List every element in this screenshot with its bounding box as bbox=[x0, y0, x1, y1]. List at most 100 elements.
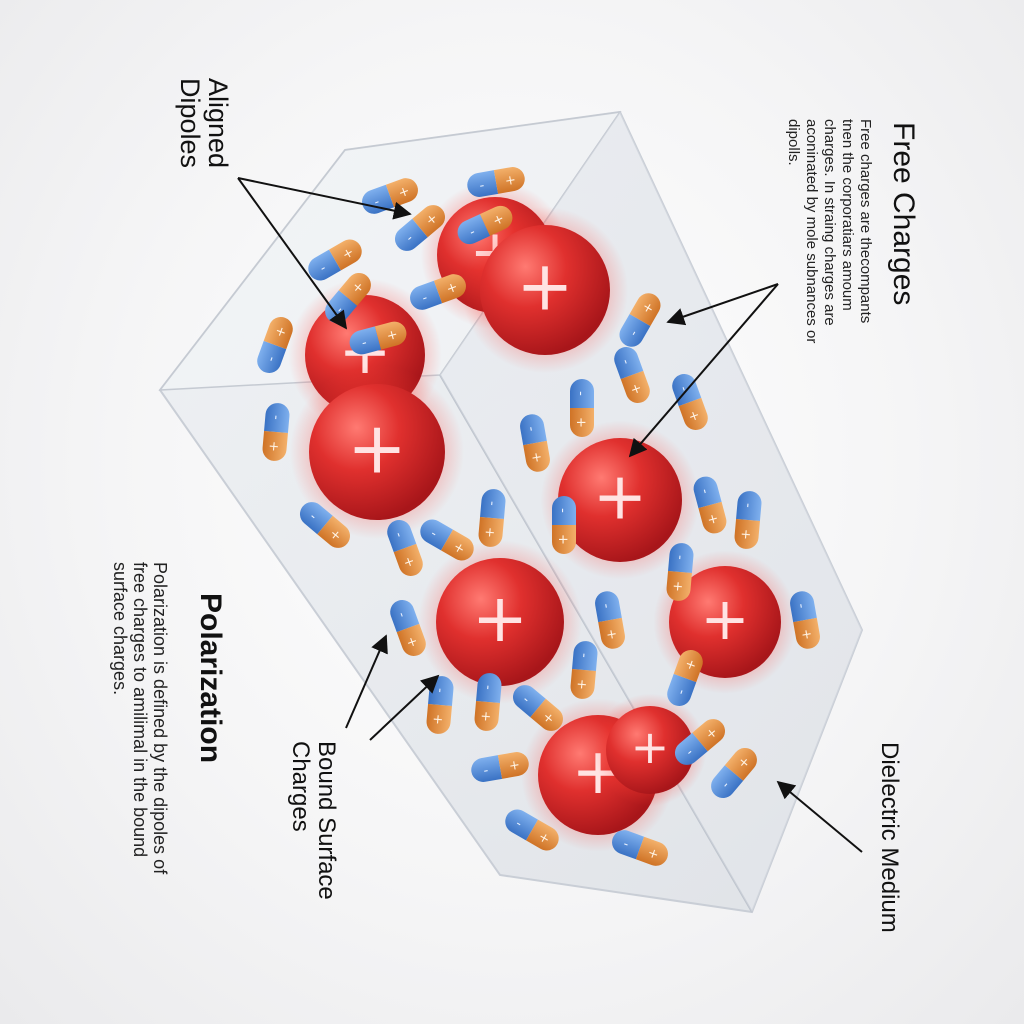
positive-sign: + bbox=[593, 460, 648, 535]
bound-surface-charges-label: Bound Surface Charges bbox=[287, 741, 340, 900]
negative-sign: - bbox=[793, 602, 809, 610]
dipole-capsule: -+ bbox=[308, 239, 362, 281]
negative-sign: - bbox=[573, 391, 588, 396]
polarization-title: Polarization bbox=[194, 593, 227, 764]
dipole-capsule: -+ bbox=[666, 543, 694, 601]
positive-sign: + bbox=[504, 173, 517, 190]
dipole-capsule: -+ bbox=[570, 641, 598, 699]
negative-sign: - bbox=[740, 502, 755, 508]
dipole-capsule: -+ bbox=[595, 591, 625, 649]
negative-sign: - bbox=[484, 500, 499, 506]
dipole-capsule: -+ bbox=[612, 830, 668, 866]
positive-sign: + bbox=[798, 628, 815, 641]
positive-sign: + bbox=[631, 720, 670, 774]
dipole-capsule: -+ bbox=[390, 600, 426, 656]
dipole-capsule: -+ bbox=[349, 321, 407, 355]
negative-sign: - bbox=[555, 508, 570, 513]
positive-sign: + bbox=[272, 324, 290, 339]
negative-sign: - bbox=[621, 837, 631, 853]
positive-sign: + bbox=[627, 381, 645, 396]
negative-sign: - bbox=[317, 261, 329, 276]
arrows-group bbox=[237, 177, 863, 853]
negative-sign: - bbox=[264, 354, 280, 364]
positive-sign: + bbox=[265, 440, 281, 452]
negative-sign: - bbox=[513, 816, 525, 831]
negative-sign: - bbox=[394, 610, 410, 620]
arrow-icon bbox=[776, 780, 863, 853]
positive-sign: + bbox=[385, 327, 399, 344]
positive-sign: + bbox=[573, 417, 588, 428]
negative-sign: - bbox=[420, 290, 430, 306]
polarization-text: Polarization is defined by the dipoles o… bbox=[110, 562, 170, 875]
dipole-capsule: -+ bbox=[614, 347, 650, 403]
positive-sign: + bbox=[516, 248, 573, 327]
positive-sign: + bbox=[347, 406, 407, 489]
positive-sign: + bbox=[400, 554, 418, 569]
negative-sign: - bbox=[697, 487, 713, 496]
positive-sign: + bbox=[700, 584, 749, 653]
free-charges-group: + + + + + + + + + bbox=[288, 180, 797, 852]
positive-sign: + bbox=[685, 408, 703, 423]
dipole-capsule: -+ bbox=[667, 650, 703, 706]
positive-sign: + bbox=[477, 710, 493, 722]
dielectric-medium-label: Dielectric Medium bbox=[876, 742, 903, 933]
dipole-capsule: -+ bbox=[410, 274, 466, 310]
dipole-capsule: -+ bbox=[693, 476, 727, 534]
dipole-capsule: -+ bbox=[711, 747, 757, 799]
dipole-capsule: -+ bbox=[387, 520, 423, 576]
positive-sign: + bbox=[528, 451, 545, 464]
dipole-capsule: -+ bbox=[299, 502, 351, 548]
dipole-capsule: -+ bbox=[478, 489, 506, 547]
negative-sign: - bbox=[576, 652, 591, 658]
negative-sign: - bbox=[478, 178, 486, 194]
positive-sign: + bbox=[396, 184, 411, 202]
negative-sign: - bbox=[598, 602, 614, 610]
dipole-capsule: -+ bbox=[257, 317, 293, 373]
dipole-capsule: -+ bbox=[790, 591, 820, 649]
negative-sign: - bbox=[523, 425, 539, 433]
arrow-icon bbox=[345, 634, 388, 729]
negative-sign: - bbox=[428, 526, 440, 541]
negative-sign: - bbox=[626, 327, 641, 339]
free-charge-sphere: + bbox=[540, 420, 700, 580]
dipole-capsule: -+ bbox=[394, 205, 446, 251]
arrow-icon bbox=[628, 283, 779, 458]
positive-sign: + bbox=[472, 579, 528, 657]
dipole-capsule: -+ bbox=[552, 496, 576, 554]
negative-sign: - bbox=[482, 763, 490, 779]
free-charges-title: Free Charges bbox=[887, 122, 920, 306]
dipole-capsule: -+ bbox=[262, 403, 290, 461]
positive-sign: + bbox=[555, 534, 570, 545]
arrow-icon bbox=[369, 674, 440, 741]
arrow-icon bbox=[237, 177, 412, 220]
positive-sign: + bbox=[429, 713, 445, 725]
aligned-dipoles-label: Aligned Dipoles bbox=[175, 78, 233, 169]
negative-sign: - bbox=[268, 414, 283, 420]
dipole-capsule: -+ bbox=[457, 205, 513, 245]
dipole-capsule: -+ bbox=[420, 519, 474, 561]
positive-sign: + bbox=[603, 628, 620, 641]
positive-sign: + bbox=[481, 526, 497, 538]
negative-sign: - bbox=[618, 357, 634, 367]
positive-sign: + bbox=[573, 678, 589, 690]
negative-sign: - bbox=[372, 194, 382, 210]
positive-sign: + bbox=[669, 580, 685, 592]
dipole-capsule: -+ bbox=[471, 752, 529, 782]
positive-sign: + bbox=[704, 512, 721, 526]
free-charge-sphere: + bbox=[593, 693, 707, 807]
negative-sign: - bbox=[676, 384, 692, 394]
positive-sign: + bbox=[737, 528, 753, 540]
free-charges-text: Free charges are thecompants tnen the co… bbox=[785, 119, 874, 344]
positive-sign: + bbox=[403, 634, 421, 649]
dipole-capsule: -+ bbox=[520, 414, 550, 472]
free-charge-sphere: + bbox=[418, 540, 582, 704]
arrow-icon bbox=[237, 177, 348, 330]
dipole-capsule: -+ bbox=[674, 719, 726, 765]
negative-sign: - bbox=[360, 335, 369, 351]
positive-sign: + bbox=[645, 845, 660, 863]
negative-sign: - bbox=[480, 684, 495, 690]
positive-sign: + bbox=[444, 280, 459, 298]
dipoles-group: -+-+-+-+-+-+-+-+-+-+-+-+-+-+-+-+-+-+-+-+… bbox=[257, 167, 820, 866]
negative-sign: - bbox=[391, 530, 407, 540]
